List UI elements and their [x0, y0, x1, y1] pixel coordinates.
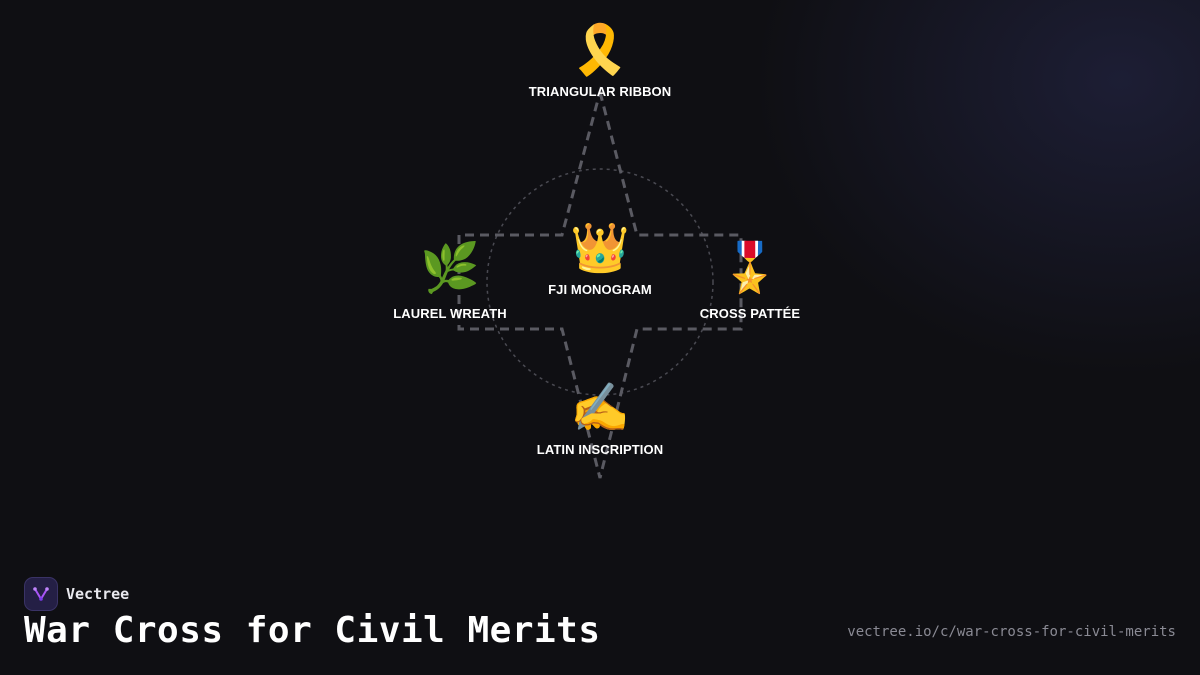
node-triangular-ribbon[interactable]: 🎗️ TRIANGULAR RIBBON — [500, 22, 700, 99]
crown-icon: 👑 — [570, 220, 630, 276]
node-label: LAUREL WREATH — [393, 306, 507, 321]
vectree-logo-icon — [24, 577, 58, 611]
herb-icon: 🌿 — [420, 240, 480, 296]
military-medal-icon: 🎖️ — [720, 240, 780, 296]
ribbon-icon: 🎗️ — [570, 22, 630, 78]
node-latin-inscription[interactable]: ✍️ LATIN INSCRIPTION — [500, 380, 700, 457]
node-label: CROSS PATTÉE — [699, 306, 801, 321]
node-fji-monogram[interactable]: 👑 FJI MONOGRAM — [500, 220, 700, 297]
page-title: War Cross for Civil Merits — [24, 610, 601, 651]
cross-outline-connector — [457, 86, 743, 479]
page-url[interactable]: vectree.io/c/war-cross-for-civil-merits — [847, 624, 1176, 640]
node-laurel-wreath[interactable]: 🌿 LAUREL WREATH — [370, 240, 530, 321]
node-label: FJI MONOGRAM — [548, 282, 652, 297]
node-label: LATIN INSCRIPTION — [536, 442, 664, 457]
writing-hand-icon: ✍️ — [570, 380, 630, 436]
node-label: TRIANGULAR RIBBON — [528, 84, 672, 99]
brand[interactable]: Vectree — [24, 577, 129, 611]
node-cross-pattee[interactable]: 🎖️ CROSS PATTÉE — [670, 240, 830, 321]
center-dashed-circle — [486, 168, 714, 396]
brand-name: Vectree — [66, 585, 130, 603]
